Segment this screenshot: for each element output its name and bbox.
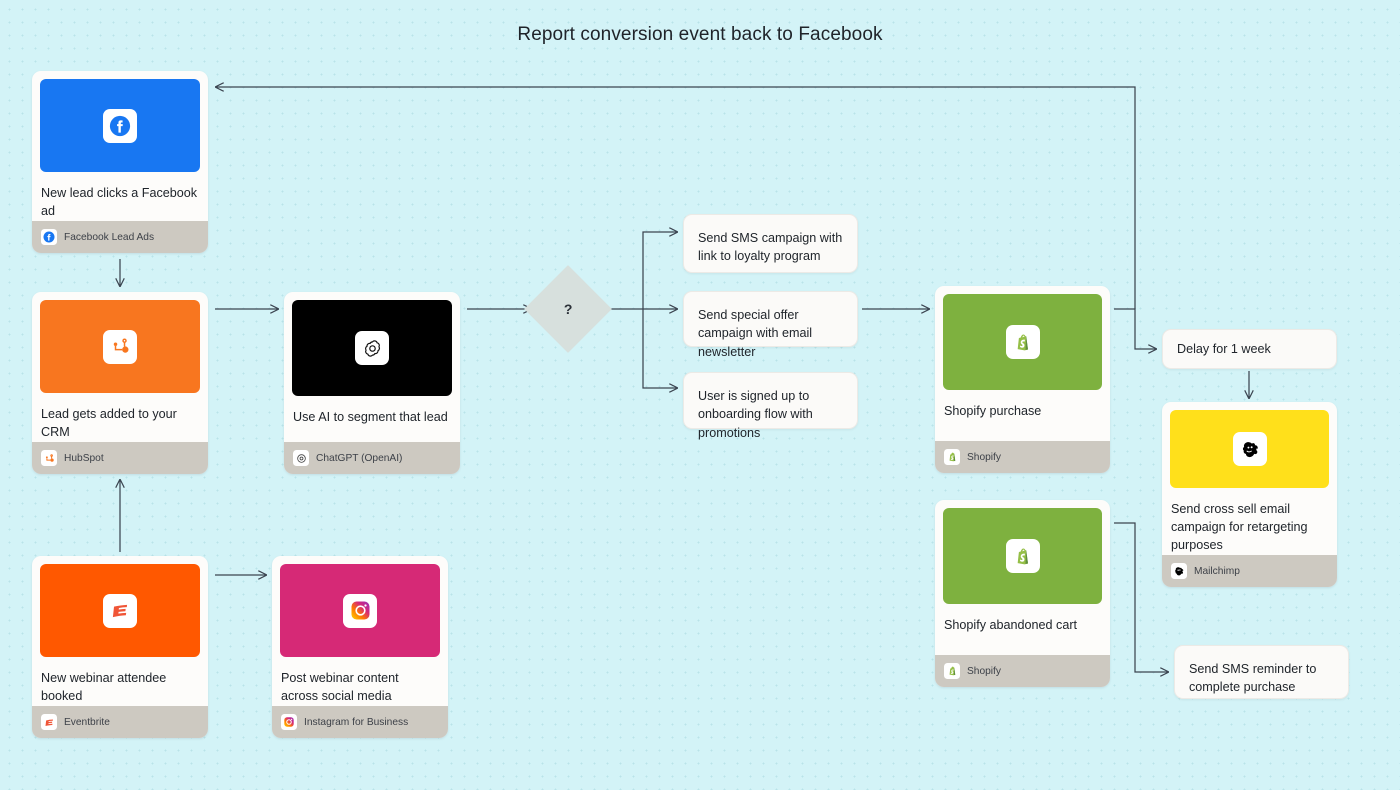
facebook-icon bbox=[41, 229, 57, 245]
instagram-icon bbox=[343, 593, 377, 628]
step-label: User is signed up to onboarding flow wit… bbox=[698, 389, 813, 440]
card-app-name: Instagram for Business bbox=[304, 716, 409, 728]
card-title: Use AI to segment that lead bbox=[293, 410, 448, 424]
card-facebook-lead-ads[interactable]: New lead clicks a Facebook ad Facebook L… bbox=[32, 71, 208, 253]
mailchimp-icon bbox=[1232, 432, 1267, 467]
edge-decision-to-sms-loyalty bbox=[642, 232, 677, 309]
eventbrite-icon bbox=[103, 593, 137, 628]
step-sms-reminder[interactable]: Send SMS reminder to complete purchase bbox=[1174, 645, 1349, 699]
card-footer: ChatGPT (OpenAI) bbox=[284, 442, 460, 474]
card-title: New lead clicks a Facebook ad bbox=[41, 186, 198, 219]
instagram-hero bbox=[280, 564, 440, 658]
card-footer: Facebook Lead Ads bbox=[32, 221, 208, 253]
card-footer: Instagram for Business bbox=[272, 706, 448, 738]
hubspot-hero bbox=[40, 300, 200, 394]
step-label: Send SMS reminder to complete purchase bbox=[1189, 662, 1317, 695]
mailchimp-hero bbox=[1170, 410, 1329, 489]
chatgpt-hero bbox=[292, 300, 452, 396]
instagram-icon bbox=[281, 714, 297, 730]
shopify-icon bbox=[944, 663, 960, 679]
step-label: Delay for 1 week bbox=[1177, 341, 1271, 356]
card-title: New webinar attendee booked bbox=[41, 671, 167, 704]
shopify-icon bbox=[1005, 539, 1040, 573]
hubspot-icon bbox=[41, 450, 57, 466]
card-footer: Shopify bbox=[935, 441, 1110, 473]
shopify-icon bbox=[1005, 325, 1040, 359]
decision-label: ? bbox=[563, 301, 573, 317]
step-label: Send SMS campaign with link to loyalty p… bbox=[698, 231, 843, 264]
card-title: Shopify purchase bbox=[944, 404, 1042, 418]
card-app-name: Eventbrite bbox=[64, 716, 110, 728]
facebook-icon bbox=[103, 108, 137, 143]
shopify-icon bbox=[944, 449, 960, 465]
step-sms-loyalty[interactable]: Send SMS campaign with link to loyalty p… bbox=[683, 214, 858, 273]
card-hubspot-crm[interactable]: Lead gets added to your CRM HubSpot bbox=[32, 292, 208, 474]
card-footer: Shopify bbox=[935, 655, 1110, 687]
facebook-hero bbox=[40, 79, 200, 173]
card-title: Send cross sell email campaign for retar… bbox=[1171, 502, 1308, 553]
card-app-name: ChatGPT (OpenAI) bbox=[316, 452, 403, 464]
edge-decision-to-onboarding bbox=[642, 309, 677, 388]
card-mailchimp-cross-sell[interactable]: Send cross sell email campaign for retar… bbox=[1162, 402, 1337, 587]
card-shopify-purchase[interactable]: Shopify purchase Shopify bbox=[935, 286, 1110, 473]
step-delay-one-week[interactable]: Delay for 1 week bbox=[1162, 329, 1337, 369]
card-footer: Mailchimp bbox=[1162, 555, 1337, 587]
card-title: Shopify abandoned cart bbox=[944, 618, 1078, 632]
step-special-offer[interactable]: Send special offer campaign with email n… bbox=[683, 291, 858, 359]
card-app-name: HubSpot bbox=[64, 452, 104, 464]
card-title: Lead gets added to your CRM bbox=[41, 407, 177, 440]
card-footer: HubSpot bbox=[32, 442, 208, 474]
hubspot-icon bbox=[103, 329, 137, 364]
card-title: Post webinar content across social media bbox=[281, 671, 399, 704]
card-shopify-abandoned-cart[interactable]: Shopify abandoned cart Shopify bbox=[935, 500, 1110, 687]
openai-icon bbox=[355, 331, 389, 365]
card-app-name: Shopify bbox=[967, 451, 1001, 463]
card-app-name: Facebook Lead Ads bbox=[64, 231, 155, 243]
page-title: Report conversion event back to Facebook bbox=[517, 24, 883, 45]
edge-abandoned-to-sms-reminder bbox=[1114, 522, 1168, 672]
eventbrite-icon bbox=[41, 714, 57, 730]
step-onboarding-flow[interactable]: User is signed up to onboarding flow wit… bbox=[683, 372, 858, 440]
card-footer: Eventbrite bbox=[32, 706, 208, 738]
card-instagram-post[interactable]: Post webinar content across social media… bbox=[272, 556, 448, 738]
openai-icon bbox=[293, 450, 309, 466]
shopify-hero bbox=[943, 294, 1102, 390]
shopify-hero bbox=[943, 508, 1102, 604]
card-eventbrite-webinar[interactable]: New webinar attendee booked Eventbrite bbox=[32, 556, 208, 738]
eventbrite-hero bbox=[40, 564, 200, 658]
card-app-name: Shopify bbox=[967, 665, 1001, 677]
card-app-name: Mailchimp bbox=[1194, 565, 1240, 577]
edge-shopify-to-facebook-feedback bbox=[216, 87, 1136, 309]
card-chatgpt-segment[interactable]: Use AI to segment that lead ChatGPT (Ope… bbox=[284, 292, 460, 474]
edge-shopify-to-delay bbox=[1114, 308, 1156, 349]
step-label: Send special offer campaign with email n… bbox=[698, 308, 813, 359]
mailchimp-icon bbox=[1171, 563, 1187, 579]
